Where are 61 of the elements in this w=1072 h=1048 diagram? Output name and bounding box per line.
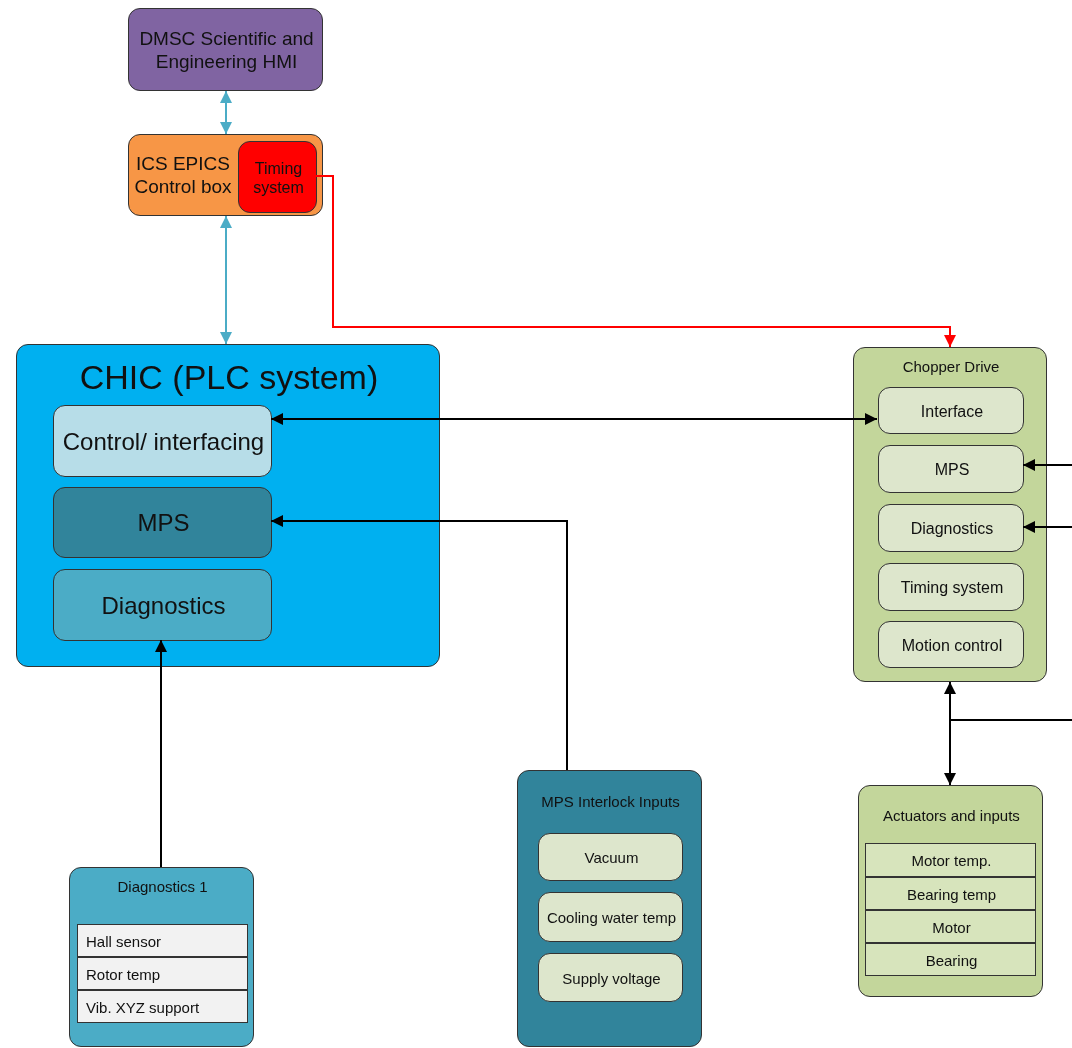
input-box — [538, 953, 683, 1002]
subsystem-box — [238, 141, 317, 213]
heading: ICS EPICS Control box — [133, 152, 233, 199]
connector-arrow — [270, 515, 568, 771]
list-row — [77, 990, 248, 1023]
heading: Actuators and inputs — [882, 806, 1021, 826]
group-box — [69, 867, 254, 1047]
label: Control/ interfacing — [61, 426, 266, 457]
list-row — [77, 924, 248, 957]
connector-arrow — [1022, 521, 1072, 533]
connector-arrow — [155, 639, 167, 868]
input-box — [538, 892, 683, 942]
label: MPS — [136, 508, 191, 539]
module-box — [878, 621, 1024, 668]
label: Rotor temp — [85, 964, 162, 985]
heading: Chopper Drive — [901, 357, 1001, 377]
module-box — [878, 445, 1024, 493]
label: MPS — [933, 460, 971, 481]
system-box — [128, 134, 323, 216]
list-row — [77, 957, 248, 990]
label: Motor temp. — [910, 851, 993, 871]
label: Motion control — [900, 635, 1004, 656]
module-box — [878, 387, 1024, 434]
label: Hall sensor — [85, 931, 163, 952]
module-box — [53, 569, 272, 641]
list-row — [865, 843, 1036, 877]
module-box — [53, 405, 272, 477]
list-row — [865, 877, 1036, 910]
group-box — [858, 785, 1043, 997]
label: Diagnostics — [100, 590, 227, 621]
heading: CHIC (PLC system) — [78, 356, 380, 398]
label: Interface — [919, 401, 985, 422]
label: Bearing temp — [905, 884, 998, 905]
connector-arrow — [270, 413, 878, 425]
label: DMSC Scientific and Engineering HMI — [138, 26, 315, 74]
connector-arrow — [220, 90, 232, 135]
label: Motor — [931, 917, 972, 938]
module-box — [878, 504, 1024, 552]
list-row — [865, 943, 1036, 976]
label: Vib. XYZ support — [85, 997, 201, 1018]
system-box — [853, 347, 1047, 682]
list-row — [865, 910, 1036, 943]
label: Bearing — [924, 950, 979, 971]
module-box — [53, 487, 272, 558]
connector-arrow — [220, 215, 232, 345]
heading: MPS Interlock Inputs — [540, 792, 681, 812]
label: Cooling water temp — [545, 908, 678, 928]
heading: Diagnostics 1 — [116, 877, 209, 897]
system-box — [16, 344, 440, 667]
label: Timing system — [252, 158, 305, 198]
label: Supply voltage — [561, 968, 662, 989]
connector-arrow — [944, 719, 1072, 786]
group-box — [517, 770, 702, 1047]
label: Timing system — [899, 578, 1005, 599]
system-box — [128, 8, 323, 91]
label: Vacuum — [583, 848, 640, 868]
module-box — [878, 563, 1024, 611]
label: Diagnostics — [909, 519, 995, 540]
connector-arrow — [315, 175, 956, 348]
input-box — [538, 833, 683, 881]
connector-arrow — [1022, 459, 1072, 471]
